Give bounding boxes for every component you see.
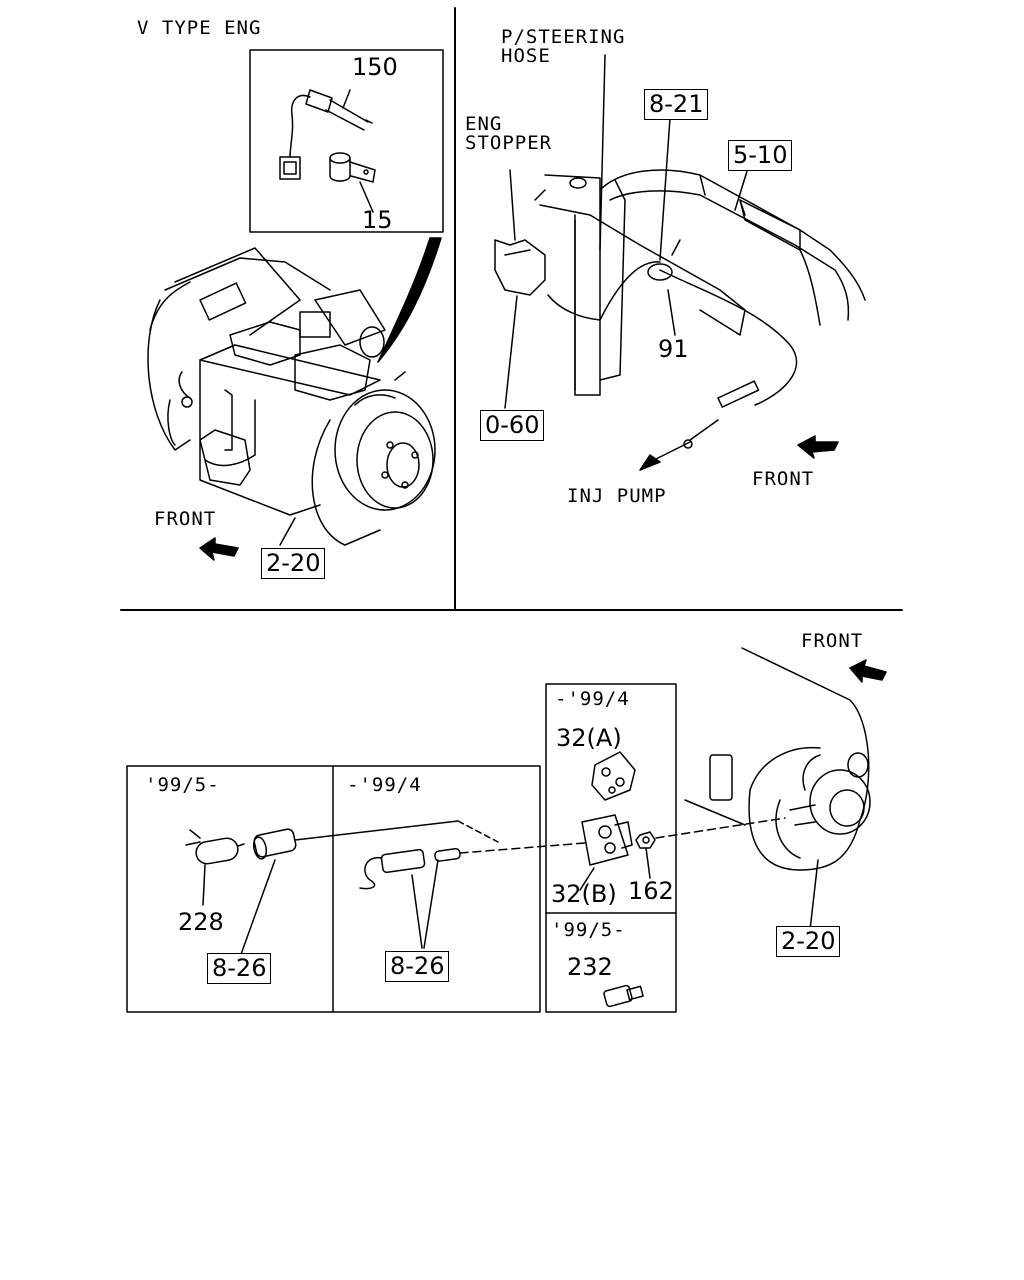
sensor-150-drawing: [279, 89, 373, 180]
switch-32a-drawing: [591, 751, 636, 801]
front-arrow-left: [199, 537, 239, 561]
switch-228-drawing: [185, 829, 245, 906]
front-arrow-right: [797, 435, 839, 459]
ref-8-26-a[interactable]: 8-26: [207, 953, 272, 984]
part-232-label: 232: [567, 953, 613, 981]
front-label-top-left: FRONT: [154, 508, 217, 530]
panel-cd-box: [545, 683, 677, 1013]
part-32b-label: 32(B): [551, 880, 617, 908]
clip-15-drawing: [329, 152, 376, 213]
part-162-label: 162: [628, 877, 674, 905]
front-label-top-right: FRONT: [752, 468, 815, 490]
transmission-drawing: [147, 247, 436, 546]
throttle-cable-drawing: [494, 117, 798, 449]
panel-a-date: '99/5-: [145, 774, 220, 796]
part-15-label: 15: [362, 206, 393, 234]
switch-32b-drawing: [579, 814, 633, 891]
dash-to-trans: [655, 817, 786, 839]
panel-d-date: '99/5-: [551, 919, 626, 941]
switch-8-26-b-drawing: [359, 842, 586, 949]
inj-pump-arrow-line: [649, 441, 691, 463]
panel-b-date: -'99/4: [347, 774, 422, 796]
ref-0-60[interactable]: 0-60: [480, 410, 545, 441]
plug-232-drawing: [603, 984, 644, 1008]
p-steering-hose-label: P/STEERING HOSE: [501, 26, 626, 67]
ref-8-26-b[interactable]: 8-26: [385, 951, 450, 982]
transmission-bottom-drawing: [684, 647, 871, 931]
panel-c-date: -'99/4: [555, 688, 630, 710]
leader-wedge: [377, 237, 442, 363]
eng-stopper-label: ENG STOPPER: [465, 113, 553, 154]
part-150-label: 150: [352, 53, 398, 81]
frame-drawing: [534, 54, 866, 396]
ref-8-21[interactable]: 8-21: [644, 89, 709, 120]
ref-5-10[interactable]: 5-10: [728, 140, 793, 171]
adapter-8-26-a-drawing: [239, 820, 499, 958]
part-228-label: 228: [178, 908, 224, 936]
inset-box: [249, 49, 444, 233]
nut-162-drawing: [635, 831, 656, 879]
ref-2-20-bottom[interactable]: 2-20: [776, 926, 841, 957]
front-label-bottom: FRONT: [801, 630, 864, 652]
part-91-label: 91: [658, 335, 689, 363]
front-arrow-bottom: [849, 659, 887, 683]
inj-pump-label: INJ PUMP: [567, 485, 667, 507]
v-type-eng-label: V TYPE ENG: [137, 17, 262, 39]
part-32a-label: 32(A): [556, 724, 622, 752]
ref-2-20-top[interactable]: 2-20: [261, 548, 326, 579]
